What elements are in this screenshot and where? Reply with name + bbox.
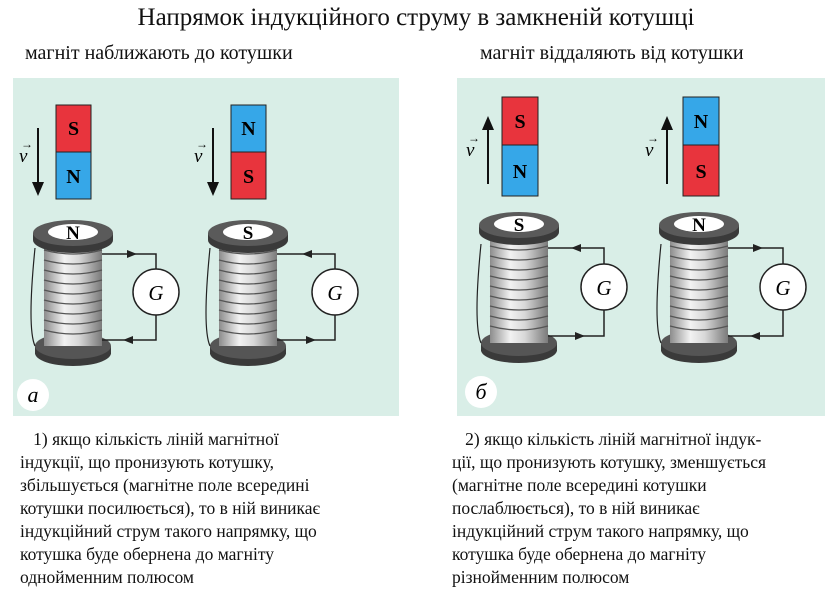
caption-b: 2) якщо кількість ліній магнітної індук-…	[452, 428, 766, 589]
velocity-label: v	[645, 140, 654, 161]
caption-line: 1) якщо кількість ліній магнітної	[20, 429, 279, 449]
caption-line: різнойменним полюсом	[452, 567, 630, 587]
caption-line: індукційний струм такого напрямку, що	[20, 521, 317, 541]
coil-pole: N	[692, 215, 706, 236]
galvanometer-label: G	[775, 276, 790, 300]
caption-line: індукційний струм такого напрямку, що	[452, 521, 749, 541]
magnet-pole-bottom: S	[695, 161, 706, 183]
subtitle-approaching: магніт наближають до котушки	[25, 42, 293, 64]
velocity-label: v	[19, 146, 28, 167]
galvanometer-label: G	[148, 281, 163, 305]
magnet-pole-bottom: S	[243, 166, 254, 188]
caption-line: котушки посилюється), то в ній виникає	[20, 498, 321, 518]
coil-pole: N	[66, 223, 80, 244]
magnet-pole-top: N	[241, 118, 256, 140]
panel-a: v → S N N	[13, 78, 399, 416]
caption-line: збільшується (магнітне поле всередині	[20, 475, 310, 495]
caption-line: котушка буде обернена до магніту	[20, 544, 274, 564]
galvanometer: G	[759, 263, 807, 311]
magnet: S N	[501, 96, 539, 197]
page-title: Напрямок індукційного струму в замкненій…	[137, 4, 695, 31]
coil: N	[656, 212, 739, 363]
caption-line: послаблюється), то в ній виникає	[452, 498, 700, 518]
circuit-wire	[728, 244, 784, 340]
vector-mark: →	[468, 131, 480, 145]
panel-letter: а	[28, 382, 39, 407]
velocity-arrow	[32, 128, 44, 196]
vector-mark: →	[196, 137, 208, 151]
galvanometer: G	[132, 268, 180, 316]
caption-a: 1) якщо кількість ліній магнітної індукц…	[20, 428, 320, 589]
magnet-pole-top: N	[694, 111, 709, 133]
magnet: N S	[682, 96, 720, 197]
magnet-pole-top: S	[68, 118, 79, 140]
galvanometer-label: G	[327, 281, 342, 305]
caption-line: (магнітне поле всередині котушки	[452, 475, 707, 495]
magnet-pole-top: S	[514, 111, 525, 133]
caption-line: 2) якщо кількість ліній магнітної індук-	[452, 429, 762, 449]
caption-line: ції, що пронизують котушку, зменшується	[452, 452, 767, 472]
subtitle-receding: магніт віддаляють від котушки	[480, 42, 744, 64]
galvanometer: G	[580, 263, 628, 311]
caption-line: індукції, що пронизують котушку,	[20, 452, 274, 472]
galvanometer: G	[311, 268, 359, 316]
velocity-arrow	[482, 116, 494, 184]
circuit-wire	[277, 250, 336, 344]
velocity-arrow	[207, 128, 219, 196]
panel-b: v → S N S	[457, 78, 825, 416]
coil: S	[476, 212, 559, 363]
velocity-arrow	[661, 116, 673, 184]
coil-pole: S	[514, 215, 525, 236]
circuit-wire	[548, 244, 605, 340]
magnet-pole-bottom: N	[66, 166, 81, 188]
panel-b-diagram: v → S N S	[465, 96, 807, 408]
coil-pole: S	[243, 223, 254, 244]
coil: N	[30, 220, 113, 366]
coil: S	[205, 220, 288, 366]
velocity-label: v	[466, 140, 475, 161]
galvanometer-label: G	[596, 276, 611, 300]
panel-letter: б	[475, 379, 487, 404]
caption-line: котушка буде обернена до магніту	[452, 544, 706, 564]
caption-line: однойменним полюсом	[20, 567, 194, 587]
magnet: N S	[230, 104, 267, 200]
vector-mark: →	[21, 137, 33, 151]
velocity-label: v	[194, 146, 203, 167]
magnet-pole-bottom: N	[513, 161, 528, 183]
vector-mark: →	[647, 131, 659, 145]
magnet: S N	[55, 104, 92, 200]
panel-a-diagram: v → S N N	[17, 104, 359, 411]
circuit-wire	[102, 250, 157, 344]
